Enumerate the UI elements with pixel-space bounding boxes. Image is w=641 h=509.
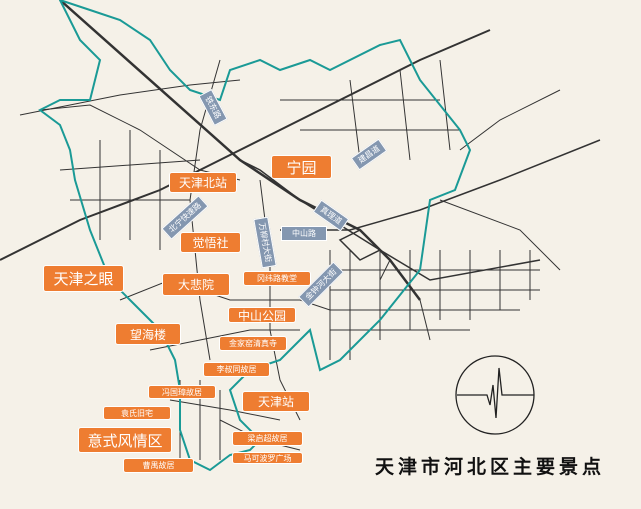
poi-liang-qichao-residence[interactable]: 梁启超故居 [232,431,303,446]
poi-tianjin-eye[interactable]: 天津之眼 [43,265,124,292]
poi-wanghailou[interactable]: 望海楼 [115,323,181,345]
poi-cao-yu-residence[interactable]: 曹禺故居 [123,458,194,473]
poi-tianjin-station[interactable]: 天津站 [242,391,310,412]
poi-ningyuan[interactable]: 宁园 [271,155,332,179]
poi-yuan-residence[interactable]: 袁氏旧宅 [103,406,171,420]
poi-tianjin-north-station[interactable]: 天津北站 [169,172,237,193]
road-label-zhongshan: 中山路 [281,226,327,241]
poi-italian-style-area[interactable]: 意式风情区 [78,427,172,453]
district-boundary [38,0,472,472]
poi-gangwei-church[interactable]: 冈纬路教堂 [243,271,311,286]
poi-feng-guozhang-residence[interactable]: 冯国璋故居 [148,385,216,399]
poi-li-shutong-residence[interactable]: 李叔同故居 [203,362,270,377]
pulse-circle-icon [455,355,535,435]
poi-marco-polo-square[interactable]: 马可波罗广场 [232,452,303,464]
poi-juewushe[interactable]: 觉悟社 [180,232,241,253]
poi-jinjiayao-mosque[interactable]: 金家窑清真寺 [219,336,287,351]
map-title: 天津市河北区主要景点 [375,456,606,478]
poi-zhongshan-park[interactable]: 中山公园 [228,307,296,323]
poi-dabeiyuan[interactable]: 大悲院 [162,273,230,296]
